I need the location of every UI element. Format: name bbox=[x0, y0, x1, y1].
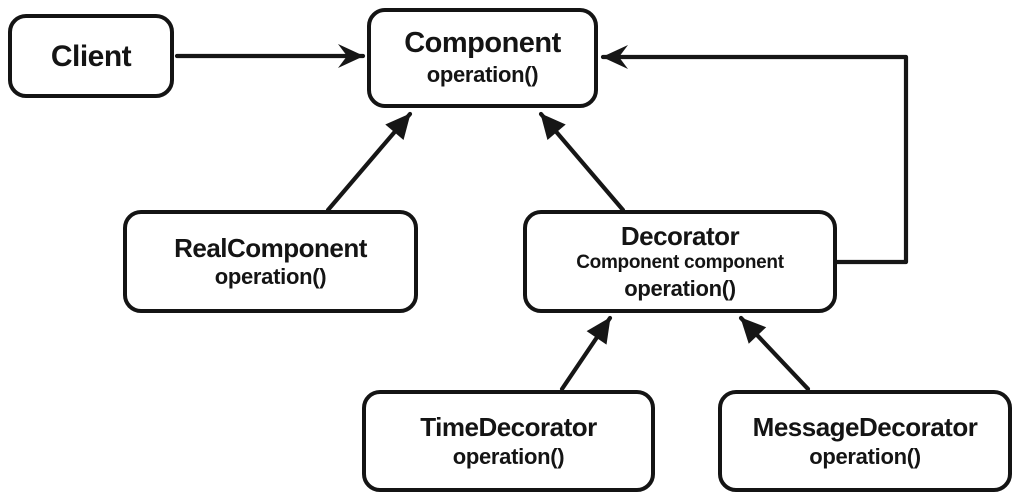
messagedecorator-class-box: MessageDecorator operation() bbox=[718, 390, 1012, 492]
realcomponent-class-box: RealComponent operation() bbox=[123, 210, 418, 313]
class-name: TimeDecorator bbox=[420, 412, 597, 443]
class-field: Component component bbox=[576, 251, 784, 273]
decorator-class-box: Decorator Component component operation(… bbox=[523, 210, 837, 313]
edge-decorator-loop-to-component bbox=[600, 45, 909, 265]
client-class-box: Client bbox=[8, 14, 174, 98]
class-name: Client bbox=[50, 39, 132, 73]
class-operation: operation() bbox=[624, 275, 736, 301]
class-name: MessageDecorator bbox=[752, 412, 978, 443]
timedecorator-class-box: TimeDecorator operation() bbox=[362, 390, 655, 492]
edge-realcomponent-to-component bbox=[325, 111, 413, 213]
class-name: Component bbox=[404, 27, 561, 60]
edge-decorator-to-component bbox=[538, 111, 626, 213]
class-name: Decorator bbox=[620, 221, 740, 252]
class-operation: operation() bbox=[214, 264, 327, 290]
component-class-box: Component operation() bbox=[367, 8, 598, 108]
class-operation: operation() bbox=[426, 62, 539, 88]
edge-timedecorator-to-decorator bbox=[559, 315, 613, 392]
class-operation: operation() bbox=[452, 443, 565, 469]
class-name: RealComponent bbox=[174, 232, 367, 263]
class-operation: operation() bbox=[809, 443, 921, 469]
edge-messagedecorator-to-decorator bbox=[738, 315, 811, 392]
